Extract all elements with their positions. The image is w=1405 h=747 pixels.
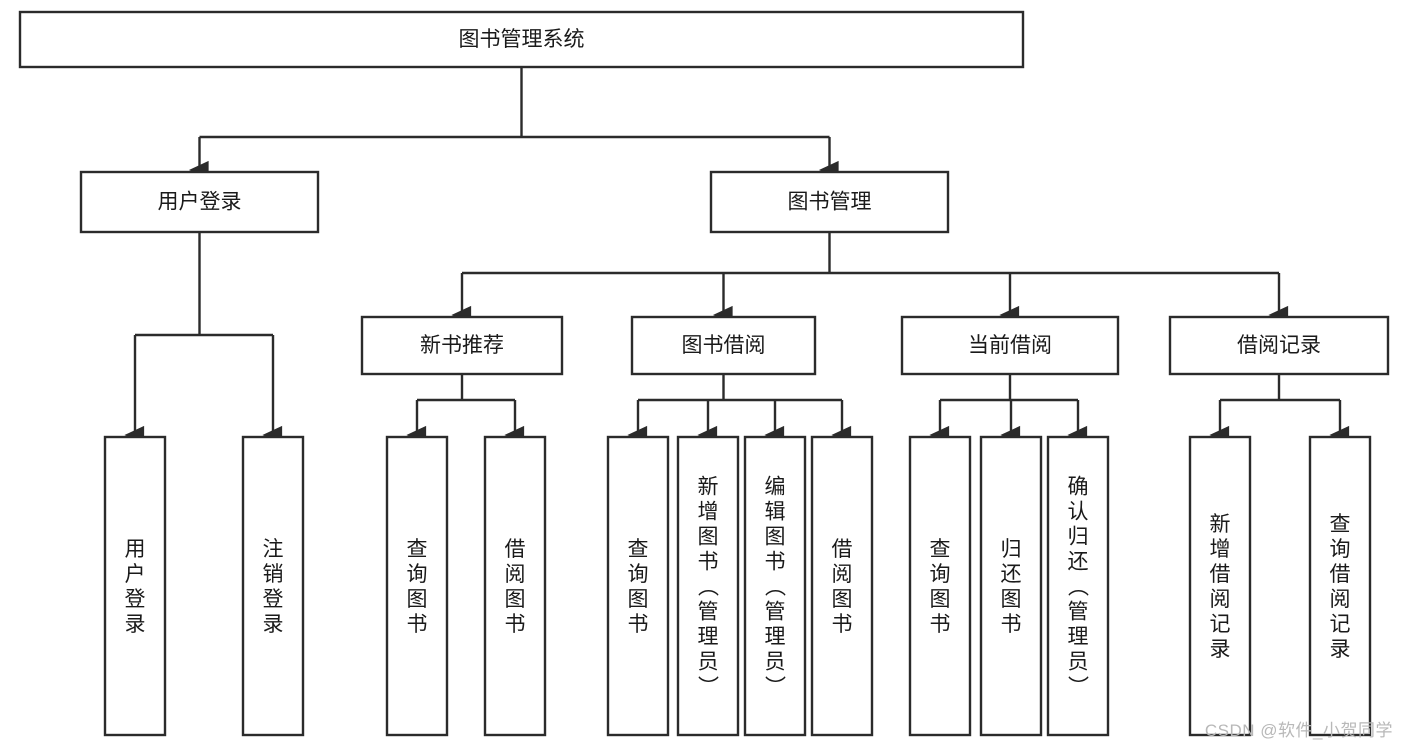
node-user-login[interactable]: 用户登录 [79, 170, 320, 234]
node-book-management[interactable]: 图书管理 [709, 170, 950, 234]
node-leaf-return-book-box[interactable] [979, 435, 1043, 737]
node-leaf-logout-label: 注销登录 [263, 538, 284, 636]
node-leaf-query-book-2[interactable]: 查询图书 [606, 435, 670, 737]
node-leaf-return-book-label: 归还图书 [1001, 538, 1022, 636]
node-leaf-query-book-3-box[interactable] [908, 435, 972, 737]
node-leaf-return-book[interactable]: 归还图书 [979, 435, 1043, 737]
node-book-management-label: 图书管理 [788, 191, 872, 214]
node-leaf-query-book-3[interactable]: 查询图书 [908, 435, 972, 737]
node-leaf-confirm-return-label: 确认归还（管理员） [1068, 476, 1090, 699]
node-leaf-logout[interactable]: 注销登录 [241, 435, 305, 737]
node-leaf-add-book-box[interactable] [676, 435, 740, 737]
node-leaf-query-record-label: 查询借阅记录 [1330, 513, 1351, 661]
node-leaf-add-book[interactable]: 新增图书（管理员） [676, 435, 740, 737]
node-user-login-box[interactable] [79, 170, 320, 234]
csdn-watermark: CSDN @软件_小贺同学 [1204, 721, 1393, 740]
node-leaf-query-book-2-box[interactable] [606, 435, 670, 737]
node-new-book-recommend-label: 新书推荐 [420, 334, 504, 357]
node-leaf-query-record-box[interactable] [1308, 435, 1372, 737]
node-leaf-query-book-3-label: 查询图书 [930, 538, 951, 636]
node-user-login-label: 用户登录 [158, 191, 242, 214]
node-book-borrow-label: 图书借阅 [682, 334, 766, 357]
node-leaf-logout-box[interactable] [241, 435, 305, 737]
node-book-borrow[interactable]: 图书借阅 [630, 315, 817, 376]
node-leaf-query-record[interactable]: 查询借阅记录 [1308, 435, 1372, 737]
node-book-borrow-box[interactable] [630, 315, 817, 376]
node-root-label: 图书管理系统 [459, 28, 585, 51]
node-leaf-borrow-book-1-label: 借阅图书 [505, 538, 526, 636]
node-root[interactable]: 图书管理系统 [18, 10, 1025, 69]
node-leaf-query-book-1[interactable]: 查询图书 [385, 435, 449, 737]
node-book-management-box[interactable] [709, 170, 950, 234]
node-current-borrow-box[interactable] [900, 315, 1120, 376]
node-current-borrow-label: 当前借阅 [968, 334, 1052, 357]
node-leaf-add-record[interactable]: 新增借阅记录 [1188, 435, 1252, 737]
node-leaf-edit-book-box[interactable] [743, 435, 807, 737]
node-leaf-borrow-book-2[interactable]: 借阅图书 [810, 435, 874, 737]
node-leaf-add-record-label: 新增借阅记录 [1210, 513, 1231, 661]
node-leaf-query-book-1-label: 查询图书 [407, 538, 428, 636]
node-leaf-confirm-return-box[interactable] [1046, 435, 1110, 737]
node-leaf-edit-book[interactable]: 编辑图书（管理员） [743, 435, 807, 737]
node-new-book-recommend[interactable]: 新书推荐 [360, 315, 564, 376]
node-root-box[interactable] [18, 10, 1025, 69]
node-borrow-record-box[interactable] [1168, 315, 1390, 376]
node-leaf-confirm-return[interactable]: 确认归还（管理员） [1046, 435, 1110, 737]
node-leaf-query-book-2-label: 查询图书 [628, 538, 649, 636]
node-current-borrow[interactable]: 当前借阅 [900, 315, 1120, 376]
node-leaf-user-login[interactable]: 用户登录 [103, 435, 167, 737]
node-leaf-borrow-book-1[interactable]: 借阅图书 [483, 435, 547, 737]
connector-lines [124, 67, 1350, 445]
node-leaf-user-login-box[interactable] [103, 435, 167, 737]
node-leaf-edit-book-label: 编辑图书（管理员） [765, 476, 787, 699]
node-leaf-add-book-label: 新增图书（管理员） [698, 476, 720, 699]
node-leaf-borrow-book-2-label: 借阅图书 [832, 538, 853, 636]
node-leaf-query-book-1-box[interactable] [385, 435, 449, 737]
node-leaf-add-record-box[interactable] [1188, 435, 1252, 737]
node-leaf-borrow-book-1-box[interactable] [483, 435, 547, 737]
node-new-book-recommend-box[interactable] [360, 315, 564, 376]
node-leaf-user-login-label: 用户登录 [125, 538, 146, 636]
node-boxes: 图书管理系统用户登录图书管理新书推荐图书借阅当前借阅借阅记录用户登录注销登录查询… [18, 10, 1390, 737]
node-borrow-record[interactable]: 借阅记录 [1168, 315, 1390, 376]
node-borrow-record-label: 借阅记录 [1237, 334, 1321, 357]
node-leaf-borrow-book-2-box[interactable] [810, 435, 874, 737]
